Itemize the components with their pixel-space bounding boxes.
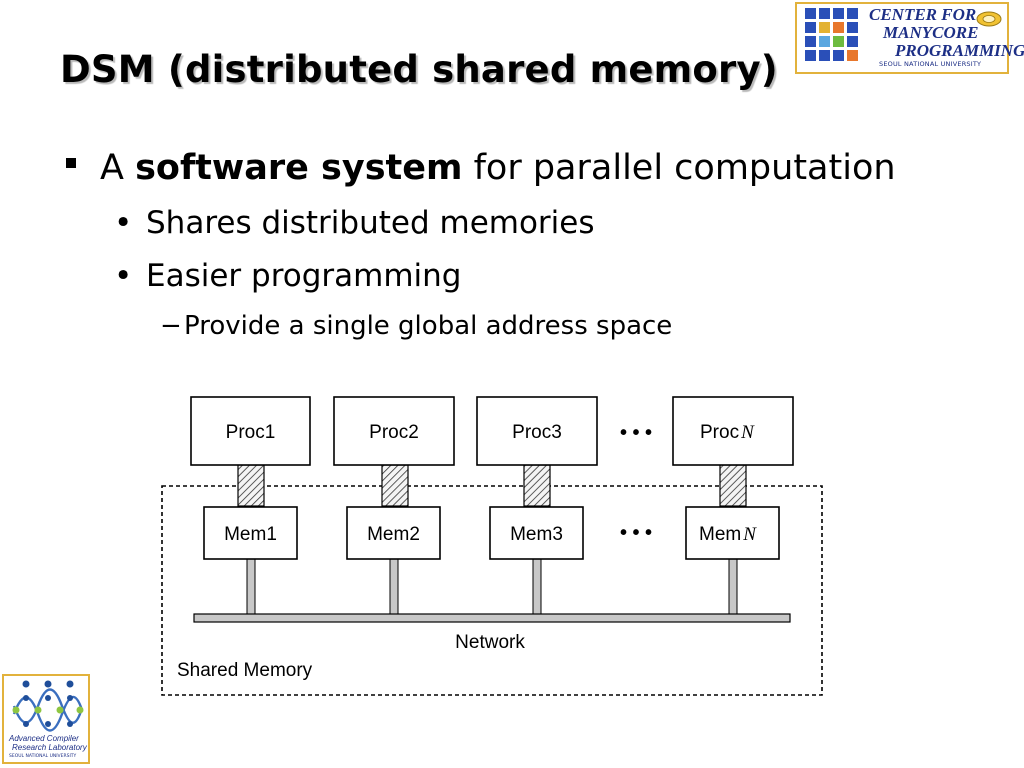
mem-network-connector: [728, 557, 738, 615]
processor-label-var: N: [740, 422, 755, 443]
helix-logo-icon: [12, 680, 84, 732]
mem-network-connector: [246, 557, 256, 615]
memory-label: Mem1: [224, 524, 277, 545]
mem-network-connector: [389, 557, 399, 615]
acrl-text-line-2: Research Laboratory: [12, 743, 87, 752]
sub-bullet-text: Easier programming: [146, 258, 462, 294]
proc-mem-link: [381, 464, 409, 507]
logo-text-line-3: PROGRAMMING: [895, 41, 1024, 60]
logo-swirl-icon: [976, 11, 1002, 27]
processor-box: Proc2: [333, 396, 455, 466]
main-bullet-prefix: A: [100, 148, 136, 188]
memory-label-var: N: [742, 524, 757, 545]
logo-text-line-1: CENTER FOR: [869, 5, 977, 24]
proc-mem-link: [719, 464, 747, 507]
shared-memory-label: Shared Memory: [177, 660, 313, 681]
processor-ellipsis: • • •: [620, 422, 652, 444]
acrl-university-text: SEOUL NATIONAL UNIVERSITY: [9, 754, 77, 759]
advanced-compiler-research-lab-logo: Advanced Compiler Research Laboratory SE…: [2, 674, 90, 764]
processor-box: Proc1: [190, 396, 311, 466]
main-bullet-text: A software system for parallel computati…: [100, 148, 896, 188]
subsub-bullet-text: Provide a single global address space: [184, 311, 673, 341]
proc-mem-link: [237, 464, 265, 507]
logo-text-line-2: MANYCORE: [883, 23, 979, 42]
processor-label: Proc2: [369, 422, 419, 443]
memory-label: Mem2: [367, 524, 420, 545]
memory-box: Mem1: [203, 506, 298, 560]
memory-ellipsis: • • •: [620, 522, 652, 544]
round-bullet-icon: •: [114, 258, 133, 294]
shared-memory-region: [161, 485, 823, 696]
square-bullet-icon: [66, 158, 76, 168]
memory-box: Mem2: [346, 506, 441, 560]
logo-university-text: SEOUL NATIONAL UNIVERSITY: [879, 60, 982, 68]
mem-network-connector: [532, 557, 542, 615]
processor-label-prefix: Proc: [700, 422, 739, 443]
main-bullet-bold: software system: [135, 148, 463, 188]
network-label: Network: [455, 632, 525, 653]
proc-mem-link: [523, 464, 551, 507]
memory-box: Mem3: [489, 506, 584, 560]
processor-box: Proc3: [476, 396, 598, 466]
logo-grid-icon: [805, 8, 861, 70]
sub-bullet-text: Shares distributed memories: [146, 205, 595, 241]
main-bullet-suffix: for parallel computation: [462, 148, 896, 188]
memory-label-prefix: Mem: [699, 524, 741, 545]
slide-title: DSM (distributed shared memory): [60, 48, 778, 91]
network-bus: [193, 613, 791, 623]
round-bullet-icon: •: [114, 205, 133, 241]
processor-label: Proc3: [512, 422, 562, 443]
processor-label: Proc1: [226, 422, 276, 443]
center-for-manycore-programming-logo: CENTER FOR MANYCORE PROGRAMMING SEOUL NA…: [795, 2, 1024, 74]
acrl-text-line-1: Advanced Compiler: [9, 734, 79, 743]
memory-label: Mem3: [510, 524, 563, 545]
dash-bullet-icon: −: [160, 311, 182, 341]
